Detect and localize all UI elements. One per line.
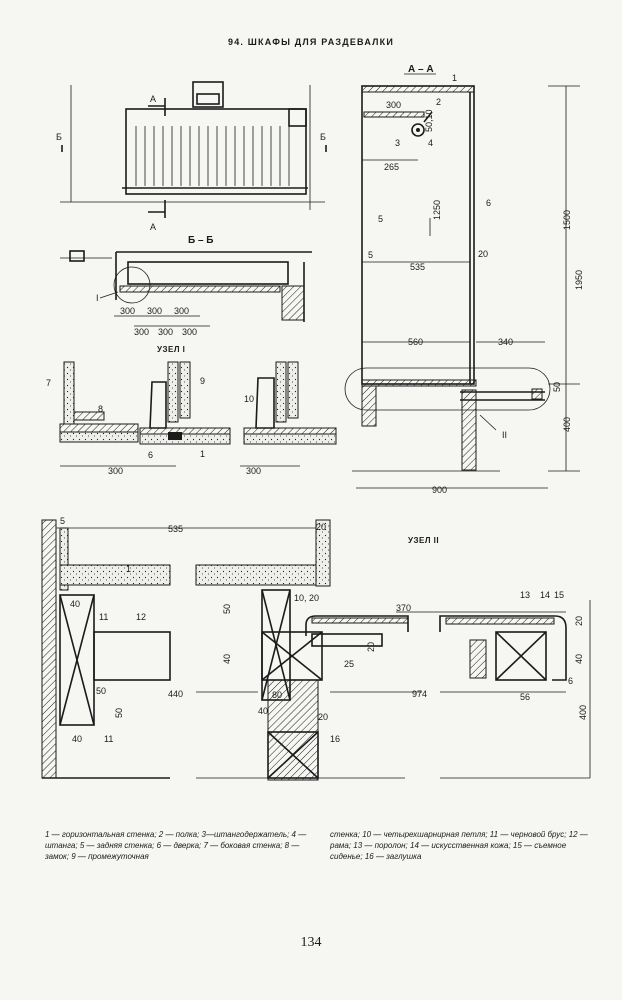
- dim-bb-300f: 300: [182, 327, 197, 337]
- page-number: 134: [300, 935, 322, 950]
- dim-n2-20c: 20: [318, 712, 328, 722]
- node-ii-details: УЗЕЛ II 5 535 1 11 12 40 50 50 40 11: [41, 516, 591, 781]
- dim-aa-1500: 1500: [562, 210, 572, 230]
- section-aa: А – А II 1 2 3 4 5 5 6 300 50,10 265 125…: [344, 64, 584, 495]
- aa-label-5b: 5: [368, 250, 373, 260]
- label-9: 9: [200, 376, 205, 386]
- label-6: 6: [148, 450, 153, 460]
- dim-n2-50b: 50: [114, 708, 124, 718]
- n2-label-16: 16: [330, 734, 340, 744]
- section-aa-title: А – А: [408, 64, 434, 75]
- dim-bb-300c: 300: [174, 306, 189, 316]
- dim-aa-900: 900: [432, 485, 447, 495]
- legend-left: 1 — горизонтальная стенка; 2 — полка; 3—…: [45, 830, 307, 861]
- dim-aa-265: 265: [384, 162, 399, 172]
- dim-aa-560: 560: [408, 337, 423, 347]
- section-bb-title: Б – Б: [188, 235, 214, 246]
- dim-n2-6: 6: [568, 676, 573, 686]
- dim-aa-300: 300: [386, 100, 401, 110]
- legend-right: стенка; 10 — четырехшарнирная петля; 11 …: [330, 830, 588, 861]
- aa-label-5a: 5: [378, 214, 383, 224]
- dim-aa-20: 20: [478, 249, 488, 259]
- locker-door-staves: [135, 126, 290, 186]
- dim-n2-40d: 40: [258, 706, 268, 716]
- cut-a-label-lower: А: [150, 222, 156, 232]
- dim-n2-40a: 40: [70, 599, 80, 609]
- dim-node1-1: 1: [200, 449, 205, 459]
- dim-n2-370: 370: [396, 603, 411, 613]
- node-i-title: УЗЕЛ I: [157, 345, 185, 354]
- dim-n2-50a: 50: [96, 686, 106, 696]
- dim-n2-25: 25: [344, 659, 354, 669]
- dim-n2-50c: 50: [222, 604, 232, 614]
- page-header: 94. ШКАФЫ ДЛЯ РАЗДЕВАЛКИ: [227, 37, 394, 47]
- dim-n2-974: 974: [412, 689, 427, 699]
- elevation-view: [60, 81, 325, 210]
- n2-label-11b: 11: [104, 734, 113, 744]
- dim-n2-40c: 40: [222, 654, 232, 664]
- node-ii-ref: II: [502, 430, 507, 440]
- dim-n2-56: 56: [520, 692, 530, 702]
- cut-b-label: Б: [56, 132, 62, 142]
- dim-n2-20d: 20: [574, 616, 584, 626]
- dim-bb-300e: 300: [158, 327, 173, 337]
- dim-n2-40b: 40: [72, 734, 82, 744]
- dim-aa-340: 340: [498, 337, 513, 347]
- n2-label-12: 12: [136, 612, 146, 622]
- dim-node1-300a: 300: [108, 466, 123, 476]
- n2-label-13: 13: [520, 590, 530, 600]
- dim-aa-50: 50: [552, 382, 562, 392]
- aa-label-3: 3: [395, 138, 400, 148]
- aa-label-1: 1: [452, 73, 457, 83]
- n2-label-11a: 11: [99, 612, 108, 622]
- n2-label-14: 14: [540, 590, 550, 600]
- label-7: 7: [46, 378, 51, 388]
- section-bb: Б – Б I 300 300 300 300 300 300: [60, 235, 312, 337]
- dim-bb-300b: 300: [147, 306, 162, 316]
- dim-n2-80: 80: [272, 690, 282, 700]
- aa-label-4: 4: [428, 138, 433, 148]
- dim-aa-50-10: 50,10: [424, 109, 434, 132]
- dim-aa-1250: 1250: [432, 200, 442, 220]
- node-i-ref: I: [96, 293, 99, 303]
- dim-bb-300d: 300: [134, 327, 149, 337]
- dim-n2-10-20: 10, 20: [294, 593, 319, 603]
- dim-aa-1950: 1950: [574, 270, 584, 290]
- aa-label-6: 6: [486, 198, 491, 208]
- dim-n2-440: 440: [168, 689, 183, 699]
- label-10: 10: [244, 394, 254, 404]
- dim-n2-400: 400: [578, 705, 588, 720]
- dim-n2-20a: 20: [316, 522, 326, 532]
- dim-aa-400: 400: [562, 417, 572, 432]
- label-8: 8: [98, 404, 103, 414]
- dim-n2-20b: 20: [366, 642, 376, 652]
- aa-label-2: 2: [436, 97, 441, 107]
- dim-aa-535: 535: [410, 262, 425, 272]
- cut-b-label-right: Б: [320, 132, 326, 142]
- n2-label-15: 15: [554, 590, 564, 600]
- cut-markers: А А Б Б: [56, 94, 327, 232]
- dim-n2-40e: 40: [574, 654, 584, 664]
- dim-n2-535: 535: [168, 524, 183, 534]
- dim-node1-300b: 300: [246, 466, 261, 476]
- n2-label-1: 1: [126, 564, 131, 574]
- cut-a-label: А: [150, 94, 156, 104]
- node-i-details: УЗЕЛ I 7 8 9 6 1 10 300 300: [46, 345, 337, 476]
- node-ii-title: УЗЕЛ II: [408, 536, 439, 545]
- dim-n2-5: 5: [60, 516, 65, 526]
- dim-bb-300a: 300: [120, 306, 135, 316]
